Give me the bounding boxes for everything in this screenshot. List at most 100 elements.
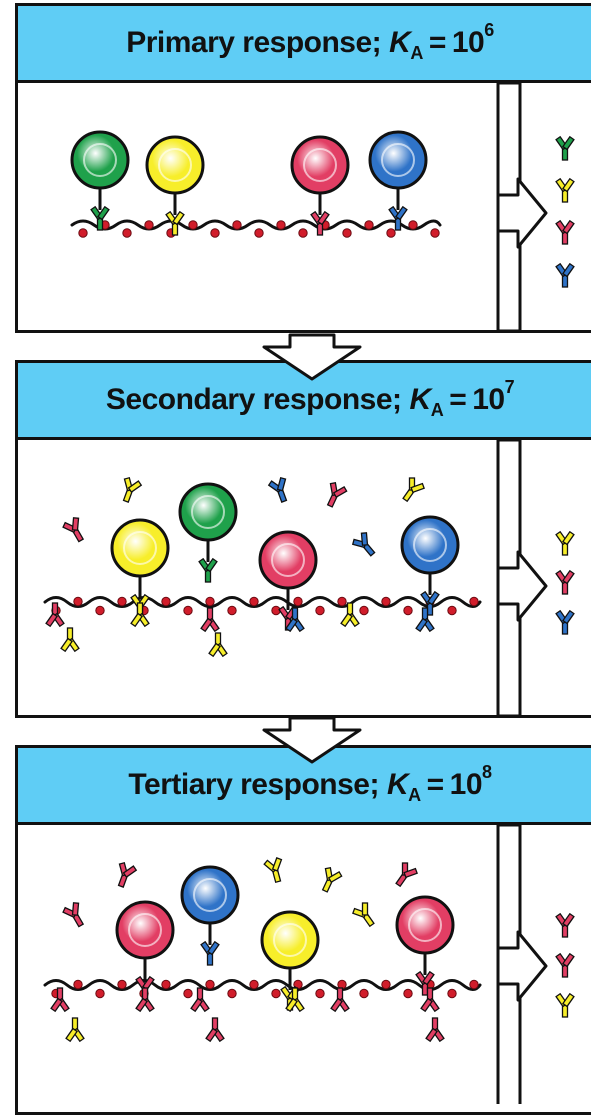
b-cell-blue-1 bbox=[368, 130, 428, 231]
epitope-dot bbox=[144, 220, 154, 230]
epitope-dot bbox=[205, 596, 215, 607]
free-antibody-2-2 bbox=[267, 476, 288, 503]
free-antibody-3-4 bbox=[352, 902, 375, 928]
bound-antibody-2-1 bbox=[60, 627, 80, 653]
secondary-exponent: 7 bbox=[504, 376, 515, 397]
epitope-dot bbox=[293, 596, 303, 607]
flow-arrow-right-1 bbox=[496, 177, 548, 249]
epitope-dot bbox=[117, 979, 127, 990]
antibody-yellow-3 bbox=[555, 992, 575, 1018]
b-cell-red-3 bbox=[115, 900, 175, 1001]
primary-exponent: 6 bbox=[484, 19, 494, 40]
free-antibody-3-5 bbox=[395, 862, 418, 888]
epitope-dot bbox=[249, 979, 259, 990]
b-cell-green-2 bbox=[178, 482, 238, 583]
bound-antibody-2-4 bbox=[208, 632, 228, 658]
antigen-chain-2 bbox=[43, 596, 482, 608]
epitope-dot bbox=[381, 979, 391, 990]
epitope-dot bbox=[183, 605, 193, 616]
free-antibody-3-2 bbox=[263, 857, 283, 884]
free-antibody-3-0 bbox=[62, 902, 85, 928]
free-antibody-3-1 bbox=[117, 861, 138, 888]
bound-antibody-3-3 bbox=[190, 987, 210, 1013]
epitope-dot bbox=[227, 988, 237, 999]
bound-antibody-3-2 bbox=[135, 987, 155, 1013]
epitope-dot bbox=[359, 605, 369, 616]
antibody-blue-2 bbox=[555, 609, 575, 635]
antibody-yellow-2 bbox=[555, 530, 575, 556]
antibody-red-1 bbox=[555, 219, 575, 245]
b-cell-green-1 bbox=[70, 130, 130, 231]
tertiary-title-prefix: Tertiary response; bbox=[128, 768, 379, 801]
antibody-red-2 bbox=[555, 569, 575, 595]
epitope-dot bbox=[276, 220, 286, 230]
primary-k-symbol: K bbox=[389, 26, 411, 59]
epitope-dot bbox=[232, 220, 242, 230]
epitope-dot bbox=[117, 596, 127, 607]
b-cell-red-2 bbox=[258, 530, 318, 631]
b-cell-yellow-1 bbox=[145, 135, 205, 236]
b-cell-blue-2 bbox=[400, 515, 460, 616]
bound-antibody-3-0 bbox=[50, 987, 70, 1013]
bound-antibody-3-8 bbox=[425, 1017, 445, 1043]
tertiary-base: 10 bbox=[449, 768, 483, 801]
epitope-dot bbox=[447, 605, 457, 616]
epitope-dot bbox=[161, 979, 171, 990]
epitope-dot bbox=[447, 988, 457, 999]
epitope-dot bbox=[386, 228, 396, 238]
epitope-dot bbox=[73, 596, 83, 607]
epitope-dot bbox=[188, 220, 198, 230]
flow-arrow-down-1 bbox=[262, 333, 362, 381]
epitope-dot bbox=[337, 596, 347, 607]
bound-antibody-3-6 bbox=[330, 987, 350, 1013]
free-antibody-2-1 bbox=[122, 476, 143, 503]
epitope-dot bbox=[469, 979, 479, 990]
epitope-dot bbox=[271, 988, 281, 999]
b-cell-red-3b bbox=[395, 895, 455, 996]
b-cell-red-1 bbox=[290, 135, 350, 236]
tertiary-equals: = bbox=[426, 768, 445, 801]
secondary-k-symbol: K bbox=[409, 383, 432, 416]
epitope-dot bbox=[381, 596, 391, 607]
epitope-dot bbox=[210, 228, 220, 238]
epitope-dot bbox=[73, 979, 83, 990]
epitope-dot bbox=[430, 228, 440, 238]
tertiary-response-panel bbox=[15, 825, 591, 1115]
antibody-red-3b bbox=[555, 952, 575, 978]
epitope-dot bbox=[315, 605, 325, 616]
primary-equals: = bbox=[428, 26, 447, 59]
epitope-dot bbox=[249, 596, 259, 607]
b-cell-yellow-3 bbox=[260, 910, 320, 1011]
epitope-dot bbox=[254, 228, 264, 238]
bound-antibody-3-5 bbox=[285, 987, 305, 1013]
epitope-dot bbox=[227, 605, 237, 616]
epitope-dot bbox=[469, 596, 479, 607]
secondary-base: 10 bbox=[472, 383, 505, 416]
primary-base: 10 bbox=[451, 26, 485, 59]
flow-arrow-right-2 bbox=[496, 550, 548, 622]
bound-antibody-2-2 bbox=[130, 602, 150, 628]
epitope-dot bbox=[122, 228, 132, 238]
epitope-dot bbox=[298, 228, 308, 238]
free-antibody-2-3 bbox=[326, 481, 348, 508]
bound-antibody-2-3 bbox=[200, 607, 220, 633]
primary-k-subscript: A bbox=[410, 42, 423, 63]
epitope-dot bbox=[315, 988, 325, 999]
epitope-dot bbox=[161, 596, 171, 607]
antibody-yellow-1 bbox=[555, 177, 575, 203]
epitope-dot bbox=[95, 605, 105, 616]
bound-antibody-2-0 bbox=[45, 602, 65, 628]
bound-antibody-3-1 bbox=[65, 1017, 85, 1043]
epitope-dot bbox=[95, 988, 105, 999]
epitope-dot bbox=[205, 979, 215, 990]
epitope-dot bbox=[359, 988, 369, 999]
tertiary-exponent: 8 bbox=[482, 761, 492, 782]
flow-arrow-down-2 bbox=[262, 716, 362, 764]
free-antibody-2-5 bbox=[402, 477, 425, 503]
